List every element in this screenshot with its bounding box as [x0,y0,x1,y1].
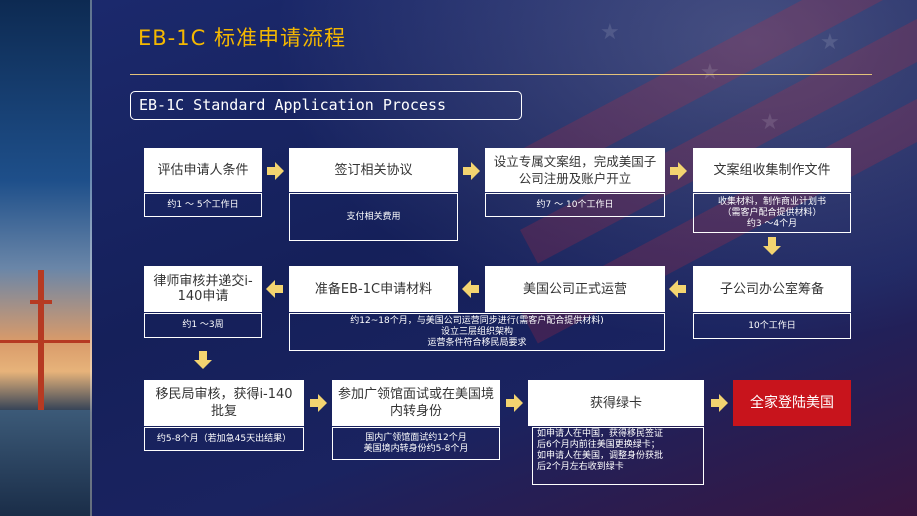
note-11: 如申请人在中国，获得移民签证 后6个月内前往美国更换绿卡； 如申请人在美国，调整… [532,427,704,485]
arrow-right-icon [668,161,688,181]
note-1: 约1 ～ 5个工作日 [144,193,262,217]
subtitle-box: EB-1C Standard Application Process [130,91,522,120]
bridge-tower [30,300,52,304]
arrow-down-icon [762,236,782,256]
step-9: 移民局审核，获得i-140批复 [144,380,304,426]
step-2: 签订相关协议 [289,148,458,192]
arrow-right-icon [504,393,524,413]
star-icon: ★ [760,110,780,135]
arrow-left-icon [461,279,481,299]
note-10: 国内广领馆面试约12个月 美国境内转身份约5-8个月 [332,427,500,460]
step-8: 律师审核并递交i-140申请 [144,266,262,312]
arrow-left-icon [668,279,688,299]
arrow-right-icon [709,393,729,413]
star-icon: ★ [820,30,840,55]
note-3: 约7 ～ 10个工作日 [485,193,665,217]
step-10: 参加广领馆面试或在美国境内转身份 [332,380,500,426]
arrow-left-icon [265,279,285,299]
step-6: 美国公司正式运营 [485,266,665,312]
bridge-deck [0,340,90,343]
note-2: 支付相关费用 [289,193,458,241]
arrow-right-icon [308,393,328,413]
step-7: 准备EB-1C申请材料 [289,266,458,312]
note-9: 约5-8个月（若加急45天出结果） [144,427,304,451]
step-1: 评估申请人条件 [144,148,262,192]
note-4: 收集材料，制作商业计划书 （需客户配合提供材料） 约3 ～4个月 [693,193,851,233]
step-11: 获得绿卡 [528,380,704,426]
note-8: 约1 ～3周 [144,313,262,338]
step-3: 设立专属文案组，完成美国子公司注册及账户开立 [485,148,665,192]
note-6: 约12~18个月，与美国公司运营同步进行(需客户配合提供材料) 设立三层组织架构… [289,313,665,351]
step-5: 子公司办公室筹备 [693,266,851,312]
arrow-right-icon [461,161,481,181]
arrow-down-icon [193,350,213,370]
star-icon: ★ [600,20,620,45]
step-12-final: 全家登陆美国 [733,380,851,426]
golden-gate-photo [0,0,92,516]
step-4: 文案组收集制作文件 [693,148,851,192]
page-title: EB-1C 标准申请流程 [138,26,346,50]
title-divider [130,74,872,75]
page-subtitle: EB-1C Standard Application Process [139,96,447,114]
water [0,410,90,516]
arrow-right-icon [265,161,285,181]
note-5: 10个工作日 [693,313,851,339]
bridge-tower [38,270,44,420]
star-icon: ★ [700,60,720,85]
